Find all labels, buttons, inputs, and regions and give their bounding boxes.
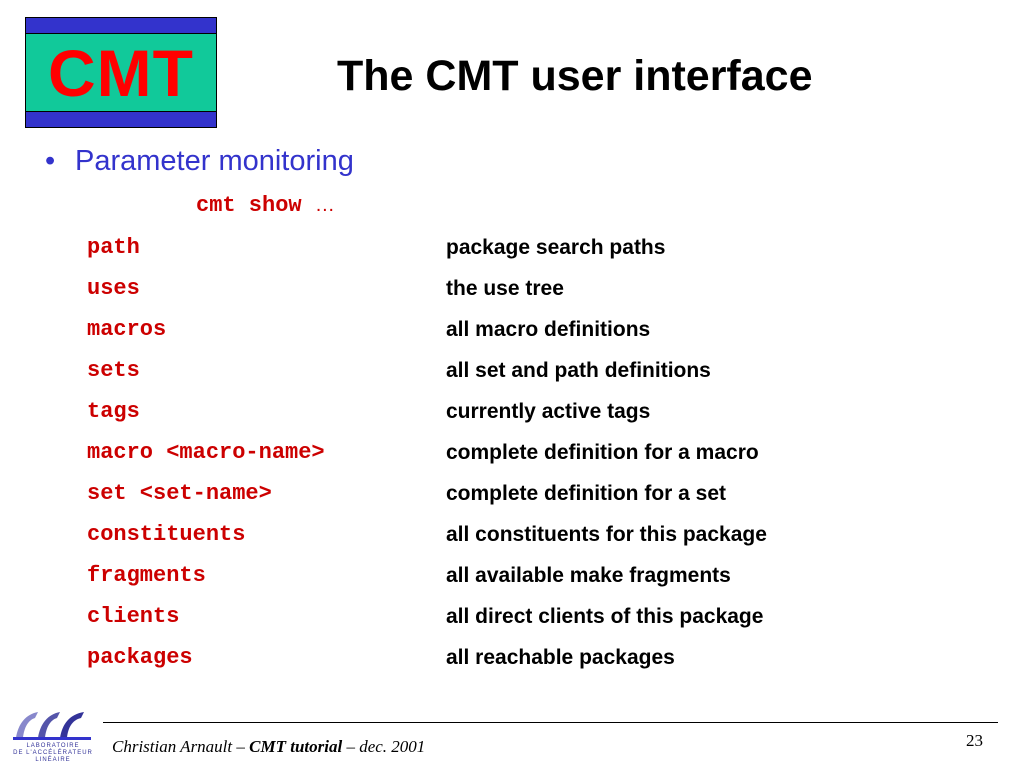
option-key: constituents [87,522,246,547]
page-number: 23 [966,731,983,750]
logo-text: CMT [25,33,217,112]
footer-date: dec. 2001 [359,737,426,756]
option-key: macro <macro-name> [87,440,325,465]
footer-dash: – [232,737,250,756]
footer-course: CMT tutorial [249,737,343,756]
option-description: all reachable packages [446,646,675,669]
lab-name-line2: DE L'ACCÉLÉRATEUR [13,750,93,756]
option-description: all constituents for this package [446,523,767,546]
bullet-text: Parameter monitoring [75,145,354,177]
option-key: uses [87,276,140,301]
option-key: sets [87,358,140,383]
option-description: complete definition for a set [446,482,727,505]
footer-caption: Christian Arnault – CMT tutorial – dec. … [112,737,425,757]
cmt-logo: CMT [25,17,217,129]
lab-logo: LABORATOIRE DE L'ACCÉLÉRATEUR LINÉAIRE [8,708,98,763]
option-key: set <set-name> [87,481,272,506]
footer-dash: – [342,737,360,756]
footer-divider [103,722,998,723]
option-key: macros [87,317,167,342]
option-description: complete definition for a macro [446,441,759,464]
logo-top-band [25,17,217,34]
option-description: currently active tags [446,400,651,423]
option-key: path [87,235,140,260]
lab-name-line1: LABORATOIRE [26,743,80,749]
option-key: tags [87,399,140,424]
command-text: cmt show [196,193,302,218]
option-key: packages [87,645,193,670]
footer-author: Christian Arnault [112,737,233,756]
slide-title: The CMT user interface [337,52,813,100]
option-description: all set and path definitions [446,359,711,382]
option-description: package search paths [446,236,666,259]
option-description: all available make fragments [446,564,731,587]
bullet-dot: • [45,145,56,177]
command-ellipsis: … [314,194,335,216]
command-line: cmt show … [196,193,335,218]
option-description: all macro definitions [446,318,651,341]
logo-bottom-band [25,111,217,128]
bullet-item: • Parameter monitoring [45,145,354,178]
option-description: the use tree [446,277,564,300]
lab-logo-mark [13,712,91,740]
lab-name-line3: LINÉAIRE [35,757,71,763]
option-description: all direct clients of this package [446,605,764,628]
option-key: fragments [87,563,206,588]
option-key: clients [87,604,180,629]
